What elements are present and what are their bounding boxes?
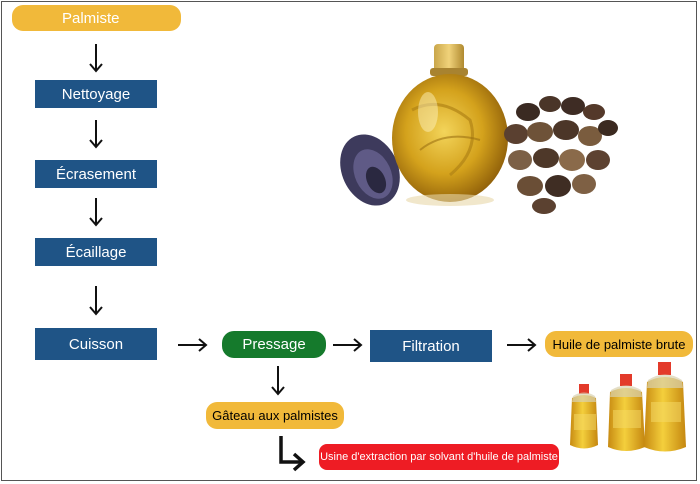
right-arrow-icon (178, 338, 208, 352)
node-gateau-label: Gâteau aux palmistes (212, 408, 338, 423)
down-arrow-icon (271, 366, 285, 396)
node-filtration-label: Filtration (402, 337, 460, 355)
node-nettoyage: Nettoyage (35, 80, 157, 108)
node-nettoyage-label: Nettoyage (61, 85, 131, 103)
node-gateau: Gâteau aux palmistes (206, 402, 344, 429)
oil-bottles-image (570, 362, 686, 452)
down-arrow-icon (89, 44, 103, 73)
node-usine-label: Usine d'extraction par solvant d'huile d… (320, 451, 558, 463)
node-cuisson: Cuisson (35, 328, 157, 360)
node-usine: Usine d'extraction par solvant d'huile d… (319, 444, 559, 470)
right-arrow-icon (507, 338, 537, 352)
palm-kernels-image (504, 96, 618, 214)
oil-flask-image (392, 44, 508, 206)
down-arrow-icon (89, 286, 103, 316)
node-ecaillage: Écaillage (35, 238, 157, 266)
node-pressage: Pressage (222, 331, 326, 358)
node-ecrasement-label: Écrasement (55, 165, 137, 183)
node-filtration: Filtration (370, 330, 492, 362)
down-arrow-icon (89, 198, 103, 227)
node-huile-brute-label: Huile de palmiste brute (552, 336, 686, 352)
node-cuisson-label: Cuisson (68, 335, 124, 353)
down-arrow-icon (89, 120, 103, 149)
node-ecrasement: Écrasement (35, 160, 157, 188)
node-ecaillage-label: Écaillage (65, 243, 127, 261)
node-palmiste: Palmiste (12, 5, 181, 31)
elbow-arrow-icon (279, 436, 306, 472)
right-arrow-icon (333, 338, 363, 352)
node-huile-brute: Huile de palmiste brute (545, 331, 693, 357)
node-palmiste-label: Palmiste (62, 9, 120, 27)
node-pressage-label: Pressage (242, 336, 306, 353)
kernel-half-image (340, 134, 400, 206)
